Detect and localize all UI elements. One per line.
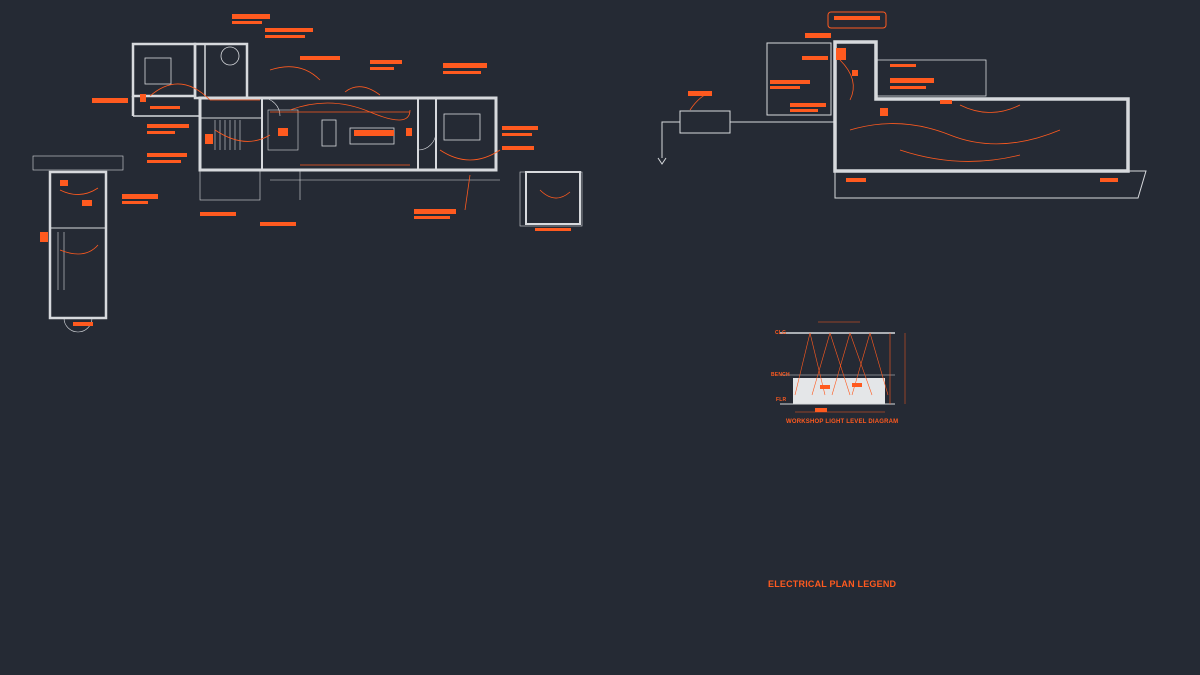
bench-level-label: BENCH [771, 372, 790, 378]
main-plan-tags [40, 14, 571, 326]
light-level-diagram [780, 321, 906, 413]
floor-level-label: FLR [776, 397, 787, 403]
light-diagram-title: WORKSHOP LIGHT LEVEL DIAGRAM [786, 419, 899, 425]
legend-title: ELECTRICAL PLAN LEGEND [768, 579, 897, 589]
main-plan-circuits [59, 66, 571, 255]
main-floor-plan [32, 42, 583, 333]
upper-plan-tags [688, 11, 1118, 182]
upper-floor-plan [657, 40, 1147, 199]
ceiling-level-label: CLG [775, 330, 787, 336]
